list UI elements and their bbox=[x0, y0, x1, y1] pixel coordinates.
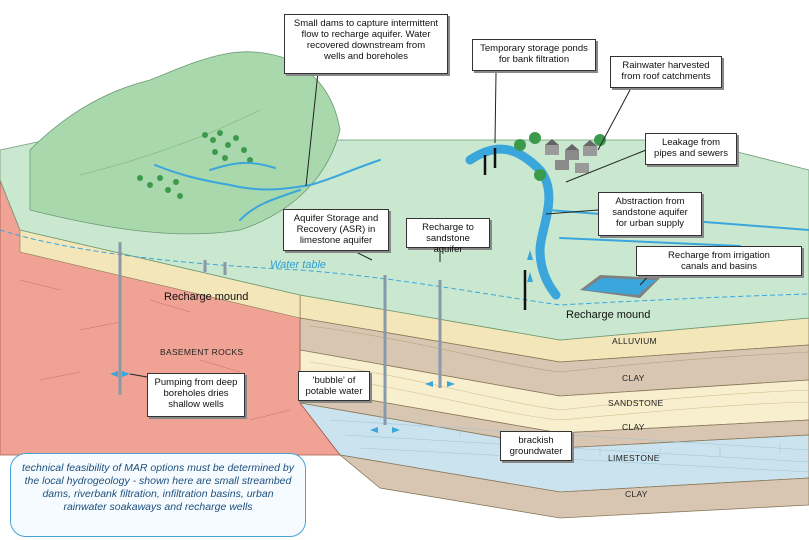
callout-abstraction: Abstraction from sandstone aquifer for u… bbox=[598, 192, 702, 236]
stratum-label-2: SANDSTONE bbox=[608, 398, 663, 408]
stratum-label-5: CLAY bbox=[625, 489, 648, 499]
callout-leakage: Leakage from pipes and sewers bbox=[645, 133, 737, 165]
callout-asr: Aquifer Storage and Recovery (ASR) in li… bbox=[283, 209, 389, 251]
basement-rocks-label: BASEMENT ROCKS bbox=[160, 347, 243, 357]
recharge-mound-right-label: Recharge mound bbox=[566, 309, 650, 321]
callout-rainwater: Rainwater harvested from roof catchments bbox=[610, 56, 722, 88]
callout-bubble: 'bubble' of potable water bbox=[298, 371, 370, 401]
stratum-label-4: LIMESTONE bbox=[608, 453, 660, 463]
callout-small-dams: Small dams to capture intermittent flow … bbox=[284, 14, 448, 74]
water-table-label: Water table bbox=[270, 259, 326, 271]
feasibility-note: technical feasibility of MAR options mus… bbox=[10, 453, 306, 537]
stratum-label-1: CLAY bbox=[622, 373, 645, 383]
recharge-mound-left-label: Recharge mound bbox=[164, 291, 248, 303]
callout-brackish: brackish groundwater bbox=[500, 431, 572, 461]
stratum-label-3: CLAY bbox=[622, 422, 645, 432]
callout-irrigation: Recharge from irrigation canals and basi… bbox=[636, 246, 802, 276]
stratum-label-0: ALLUVIUM bbox=[612, 336, 657, 346]
callout-pumping: Pumping from deep boreholes dries shallo… bbox=[147, 373, 245, 417]
callout-storage-ponds: Temporary storage ponds for bank filtrat… bbox=[472, 39, 596, 71]
callout-recharge-sandstone: Recharge to sandstone aquifer bbox=[406, 218, 490, 248]
